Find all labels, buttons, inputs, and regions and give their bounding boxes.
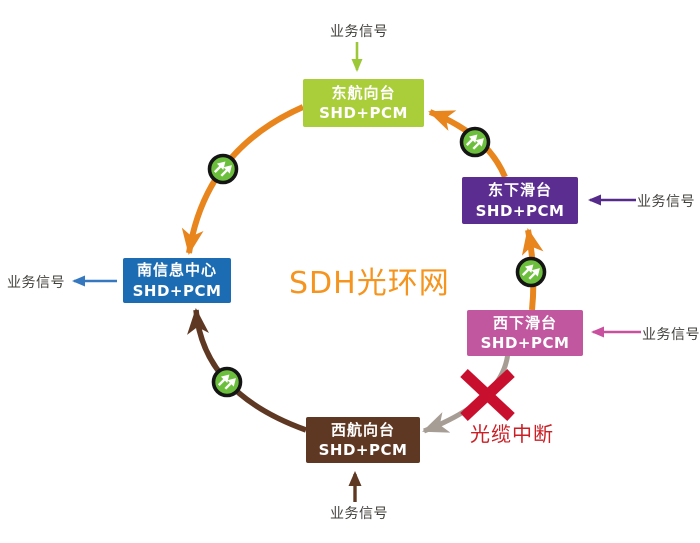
- diagram-title: SDH光环网: [289, 266, 450, 301]
- signal-label-right-lower: 业务信号: [642, 327, 700, 343]
- node-west-course: 西航向台 SHD+PCM: [306, 417, 420, 463]
- ring-link-west-course-to-south-info: [187, 308, 307, 433]
- node-south-info: 南信息中心 SHD+PCM: [123, 258, 231, 303]
- repeater-icon: [518, 259, 545, 286]
- node-east-course: 东航向台 SHD+PCM: [303, 79, 424, 127]
- node-name: 东航向台: [331, 83, 396, 102]
- signal-label-right-upper: 业务信号: [637, 194, 695, 210]
- repeater-icon: [214, 369, 241, 396]
- node-name: 西航向台: [330, 420, 395, 439]
- signal-label-left: 业务信号: [7, 275, 65, 291]
- node-subtitle: SHD+PCM: [318, 441, 408, 459]
- node-west-glide: 西下滑台 SHD+PCM: [467, 310, 583, 356]
- repeater-icon: [462, 129, 489, 156]
- ring-link-east-course-to-south-info: [181, 104, 305, 255]
- fiber-break-x-icon: [460, 368, 515, 422]
- node-name: 东下滑台: [487, 181, 552, 200]
- node-east-glide: 东下滑台 SHD+PCM: [462, 177, 578, 224]
- node-subtitle: SHD+PCM: [480, 334, 570, 352]
- node-subtitle: SHD+PCM: [132, 281, 222, 300]
- node-name: 西下滑台: [492, 313, 557, 332]
- signal-label-bottom: 业务信号: [330, 506, 388, 522]
- node-subtitle: SHD+PCM: [475, 201, 565, 220]
- fiber-break-label: 光缆中断: [470, 422, 554, 446]
- signal-label-top: 业务信号: [330, 24, 388, 40]
- node-name: 南信息中心: [136, 261, 217, 280]
- repeater-icon: [210, 156, 237, 183]
- node-subtitle: SHD+PCM: [319, 104, 408, 122]
